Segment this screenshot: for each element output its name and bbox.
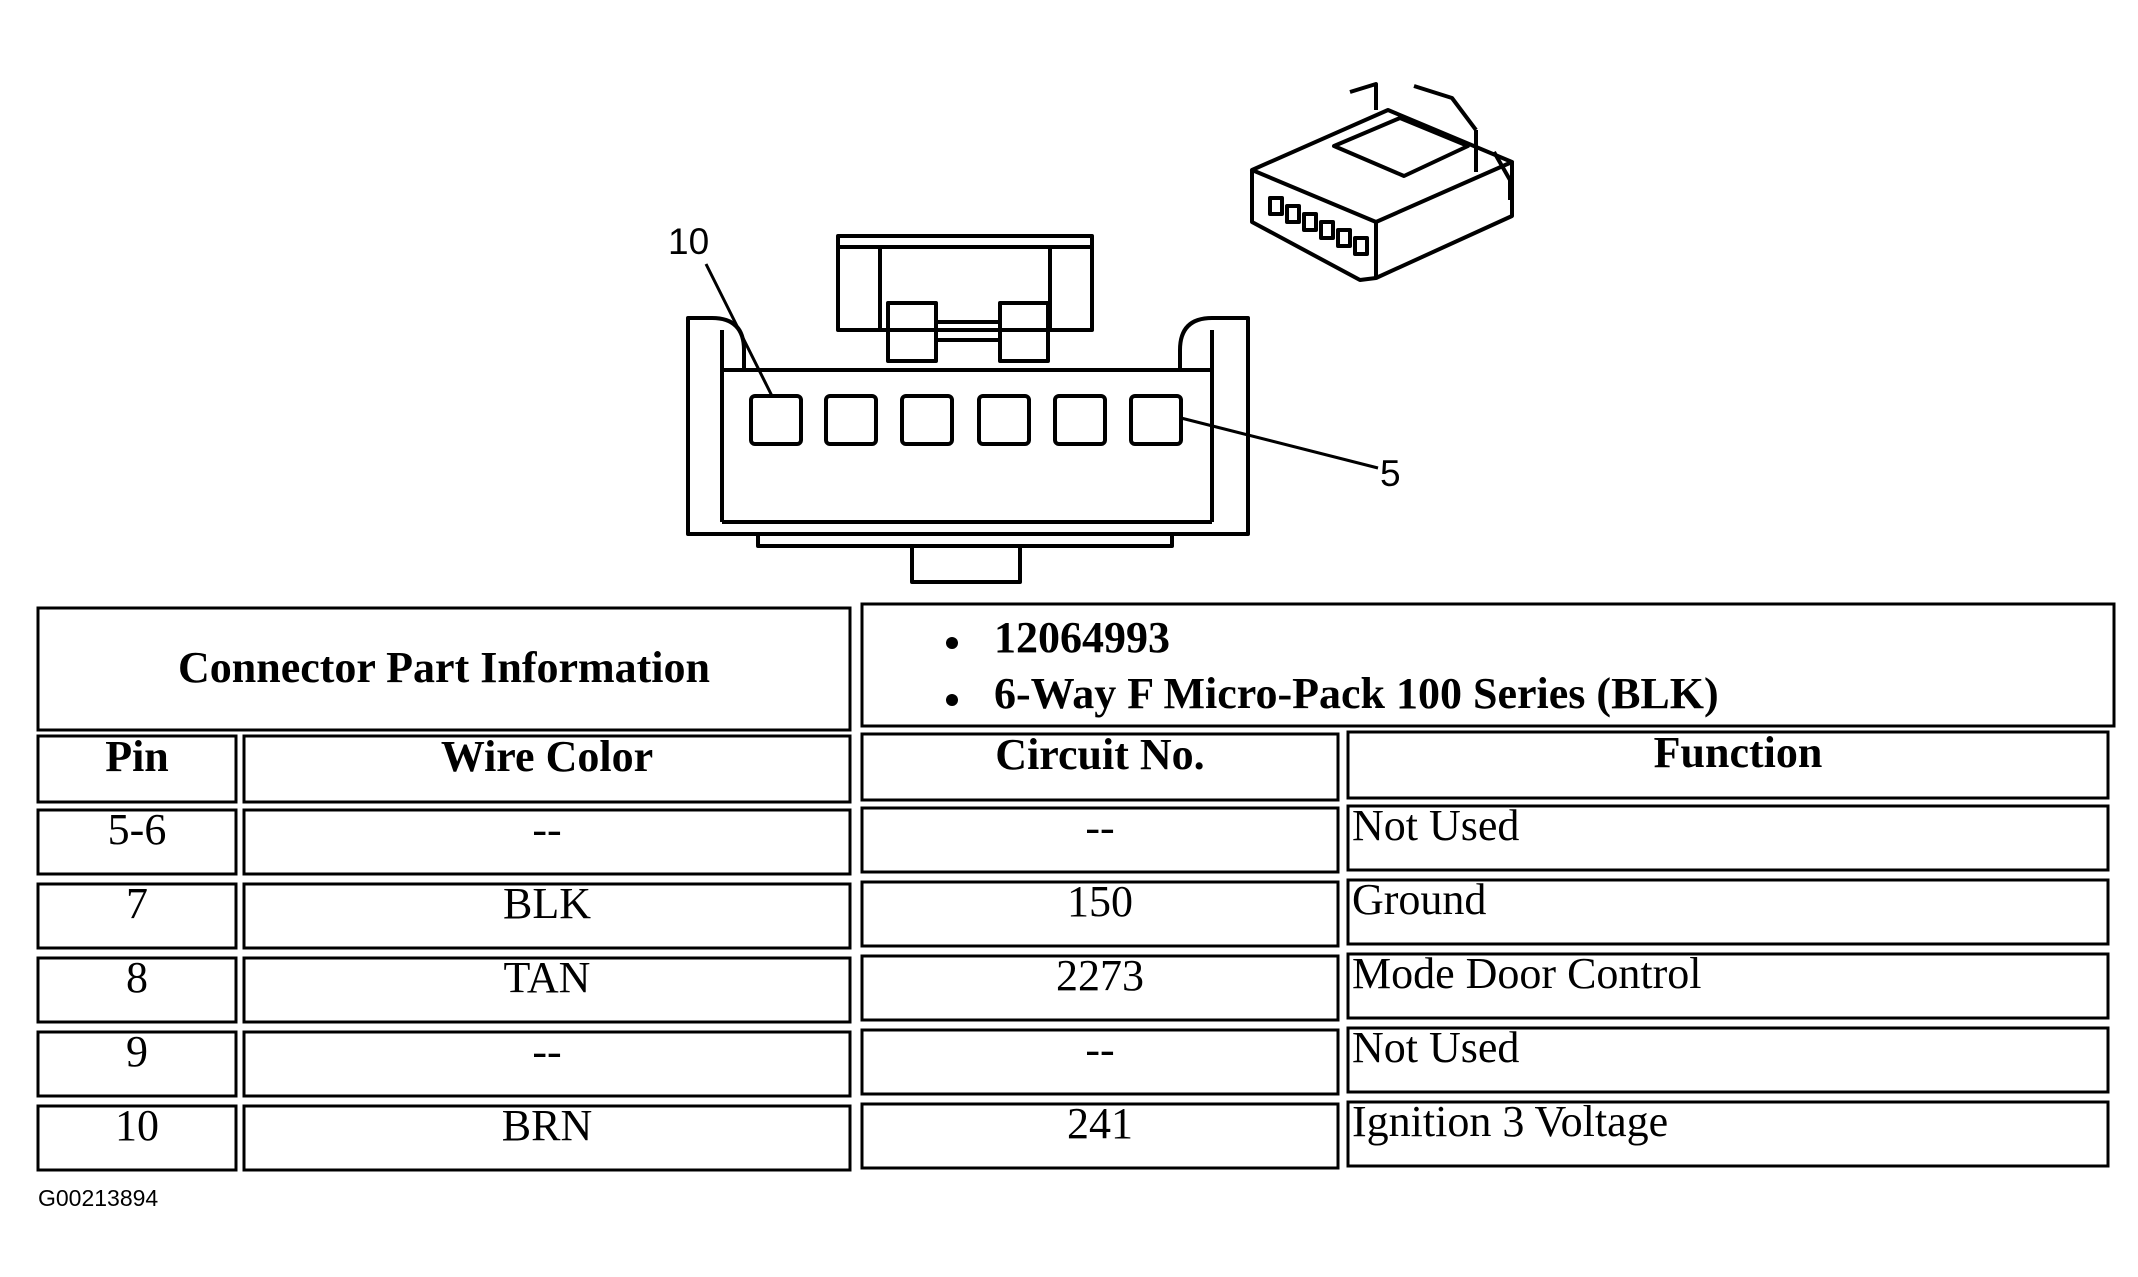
table-cell — [242, 882, 852, 950]
connector-latch — [836, 234, 1094, 332]
table-row: 7 BLK 150 Ground — [36, 875, 2110, 950]
wire-color-cell: -- — [532, 1027, 561, 1076]
table-row: 10 BRN 241 Ignition 3 Voltage — [36, 1097, 2110, 1172]
table-cell — [36, 808, 238, 876]
pin-cell: 5-6 — [108, 805, 167, 854]
connector-description: 6-Way F Micro-Pack 100 Series (BLK) — [994, 669, 1719, 718]
circuit-no-cell: -- — [1085, 1025, 1114, 1074]
pin-table: Pin Wire Color Circuit No. Function 5-6 … — [36, 728, 2110, 1172]
table-cell — [1346, 1026, 2110, 1094]
header-cell-function — [1346, 730, 2110, 800]
table-cell — [860, 1102, 1340, 1170]
header-cell-circuit-no — [860, 732, 1340, 802]
header-cell-wire-color — [242, 734, 852, 804]
header-circuit-no: Circuit No. — [995, 730, 1204, 779]
function-cell: Not Used — [1352, 801, 1519, 850]
header-pin: Pin — [105, 732, 169, 781]
connector-isometric-view — [1250, 82, 1514, 282]
function-cell: Ground — [1352, 875, 1486, 924]
pin-cell: 10 — [115, 1101, 159, 1150]
table-row: 8 TAN 2273 Mode Door Control — [36, 949, 2110, 1024]
table-cell — [860, 880, 1340, 948]
table-cell — [242, 808, 852, 876]
circuit-no-cell: -- — [1085, 803, 1114, 852]
table-cell — [1346, 952, 2110, 1020]
wire-color-cell: BLK — [503, 879, 591, 928]
table-cell — [1346, 1100, 2110, 1168]
table-cell — [36, 1104, 238, 1172]
header-cell-pin — [36, 734, 238, 804]
table-cell — [242, 956, 852, 1024]
pin-10-label: 10 — [668, 221, 709, 262]
bullet-icon — [946, 637, 958, 649]
table-cell — [1346, 878, 2110, 946]
circuit-no-cell: 2273 — [1056, 951, 1144, 1000]
table-row: 5-6 -- -- Not Used — [36, 801, 2110, 876]
wire-color-cell: TAN — [504, 953, 591, 1002]
table-cell — [860, 954, 1340, 1022]
connector-info-label-box — [36, 606, 852, 732]
wire-color-cell: BRN — [502, 1101, 592, 1150]
table-cell — [242, 1104, 852, 1172]
connector-info: Connector Part Information 12064993 6-Wa… — [36, 602, 2116, 732]
pin-cell: 8 — [126, 953, 148, 1002]
pin-10-leader — [704, 263, 774, 397]
bullet-icon — [946, 694, 958, 706]
connector-face-view — [686, 234, 1379, 584]
table-cell — [36, 1030, 238, 1098]
header-wire-color: Wire Color — [441, 732, 653, 781]
pin-5-label: 5 — [1380, 453, 1401, 494]
function-cell: Ignition 3 Voltage — [1352, 1097, 1668, 1146]
part-number: 12064993 — [994, 613, 1170, 662]
table-header-row: Pin Wire Color Circuit No. Function — [36, 728, 2110, 804]
function-cell: Mode Door Control — [1352, 949, 1702, 998]
table-row: 9 -- -- Not Used — [36, 1023, 2110, 1098]
table-cell — [860, 806, 1340, 874]
header-function: Function — [1654, 728, 1823, 777]
connector-info-values-box — [860, 602, 2116, 728]
table-cell — [860, 1028, 1340, 1096]
connector-body — [686, 316, 1250, 536]
pin-cell: 9 — [126, 1027, 148, 1076]
connector-info-label: Connector Part Information — [178, 643, 710, 692]
table-cell — [36, 882, 238, 950]
table-cell — [242, 1030, 852, 1098]
pin-5-leader — [1180, 416, 1379, 470]
table-cell — [36, 956, 238, 1024]
pin-cell: 7 — [126, 879, 148, 928]
wire-color-cell: -- — [532, 805, 561, 854]
figure-id: G00213894 — [38, 1185, 158, 1211]
pin-cavities — [749, 394, 1183, 446]
circuit-no-cell: 150 — [1067, 877, 1133, 926]
table-cell — [1346, 804, 2110, 872]
connector-bottom-tab — [910, 544, 1022, 584]
circuit-no-cell: 241 — [1067, 1099, 1133, 1148]
function-cell: Not Used — [1352, 1023, 1519, 1072]
